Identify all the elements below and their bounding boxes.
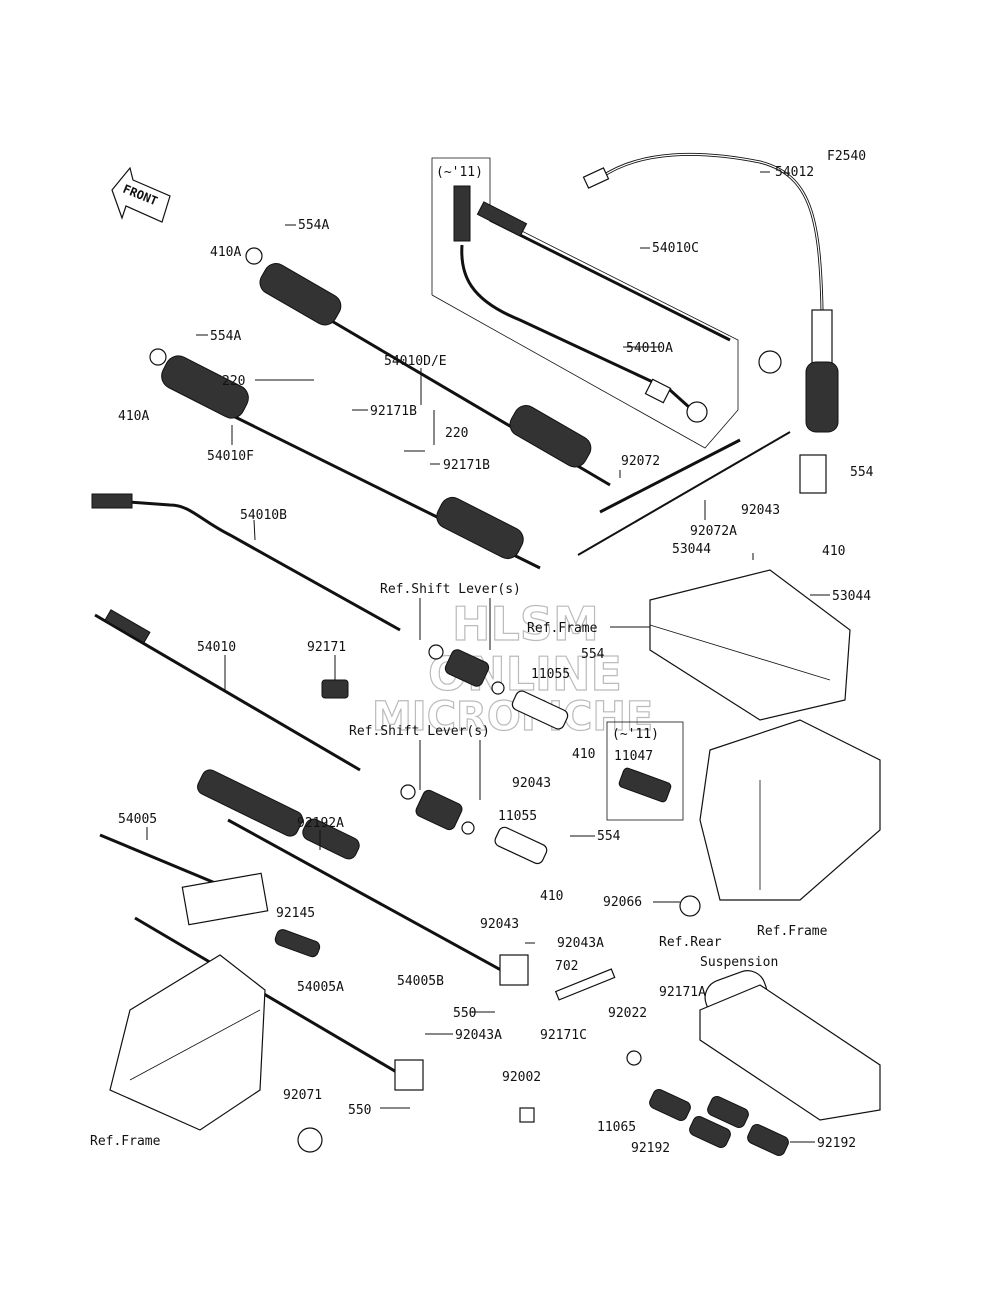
front-arrow-icon: FRONT [111,166,171,223]
cable-54010 [94,609,361,772]
clamp-92171-icon [321,679,349,699]
ref-frame-right: Ref.Frame [757,924,828,939]
cable-54010C [476,201,782,374]
rod-702-icon [554,968,616,1001]
label-554-middle: 554 [581,647,605,662]
label-410A-top: 410A [210,245,241,260]
label-554-top: 554 [850,465,874,480]
cable-54005 [99,833,269,926]
label-410-bottom: 410 [540,889,563,904]
label-53044-left: 53044 [672,542,711,557]
label-410-middle: 410 [572,747,595,762]
ref-frame-left: Ref.Frame [90,1134,161,1149]
cable-ties [577,431,791,556]
label-550-bottom: 550 [348,1103,371,1118]
cable-54010B [91,493,401,632]
label-11055-bottom: 11055 [498,809,537,824]
label-54012: 54012 [775,165,814,180]
label-54010B: 54010B [240,508,287,523]
cable-54012 [582,152,839,494]
note-to-11-right: (~'11) [612,727,659,742]
label-54010C: 54010C [652,241,699,256]
label-554A-top: 554A [298,218,329,233]
label-92171B-bottom: 92171B [443,458,490,473]
label-92066: 92066 [603,895,642,910]
frame-left-bottom [109,954,266,1131]
label-92192-left: 92192 [631,1141,670,1156]
label-92072: 92072 [621,454,660,469]
spring-92145-icon [274,929,321,958]
springs-92192 [649,1088,789,1157]
label-92022: 92022 [608,1006,647,1021]
label-92043-bottom: 92043 [480,917,519,932]
bolt-92002-icon [519,1107,535,1123]
label-11055-top: 11055 [531,667,570,682]
label-410-top: 410 [822,544,845,559]
label-54005B: 54005B [397,974,444,989]
label-550-top: 550 [453,1006,476,1021]
label-53044-right: 53044 [832,589,871,604]
label-92071: 92071 [283,1088,322,1103]
label-54010: 54010 [197,640,236,655]
label-554-bottom: 554 [597,829,621,844]
cap-92066-icon [679,895,701,917]
bushing-92071-icon [297,1127,323,1153]
label-92192-right: 92192 [817,1136,856,1151]
label-220-top: 220 [222,374,245,389]
watermark-line-1: HLSM [452,597,599,651]
label-54005A: 54005A [297,980,344,995]
label-220-bottom: 220 [445,426,468,441]
cable-54005B [227,818,529,986]
cable-54010A [453,185,708,423]
label-54010DE: 54010D/E [384,354,447,369]
ref-frame-middle: Ref.Frame [527,621,598,636]
label-54005: 54005 [118,812,157,827]
leader-lines [146,171,830,1143]
label-92043A-bottom: 92043A [455,1028,502,1043]
ref-rear-suspension-1: Ref.Rear [659,935,722,950]
label-702: 702 [555,959,578,974]
cable-54010DE [245,247,611,487]
ref-rear-suspension-2: Suspension [700,955,778,970]
label-92043A-top: 92043A [557,936,604,951]
washer-92022-icon [626,1050,642,1066]
label-92043-middle: 92043 [512,776,551,791]
note-to-11-top: (~'11) [436,165,483,180]
label-92171B-top: 92171B [370,404,417,419]
spring-92192A [197,769,360,860]
watermark: HLSM ONLINE MICROFICHE [371,596,653,740]
shift-lever-springs-bottom [400,784,548,865]
pad-11047-icon [618,767,672,803]
label-92192A: 92192A [297,816,344,831]
label-11065: 11065 [597,1120,636,1135]
label-54010F: 54010F [207,449,254,464]
label-410A-bottom: 410A [118,409,149,424]
cable-54010F [149,348,541,570]
label-554A-bottom: 554A [210,329,241,344]
label-11047: 11047 [614,749,653,764]
label-92002: 92002 [502,1070,541,1085]
figure-code: F2540 [827,149,866,164]
label-92145: 92145 [276,906,315,921]
year-note-box-top [431,157,739,449]
year-note-box-right [606,721,684,821]
label-92072A: 92072A [690,524,737,539]
frame-right-bottom [699,719,881,901]
part-labels: F2540 (~'11) (~'11) 54012 54010C 54010A … [90,149,874,1156]
label-92171: 92171 [307,640,346,655]
label-54010A: 54010A [626,341,673,356]
ref-shift-lever-bottom: Ref.Shift Lever(s) [349,724,490,739]
frame-right-middle [649,569,851,721]
cable-54005A [134,916,424,1091]
rear-suspension [699,970,881,1121]
ref-shift-lever-top: Ref.Shift Lever(s) [380,582,521,597]
label-92043-top: 92043 [741,503,780,518]
label-92171C: 92171C [540,1028,587,1043]
shift-lever-springs-top [428,644,569,730]
label-92171A: 92171A [659,985,706,1000]
